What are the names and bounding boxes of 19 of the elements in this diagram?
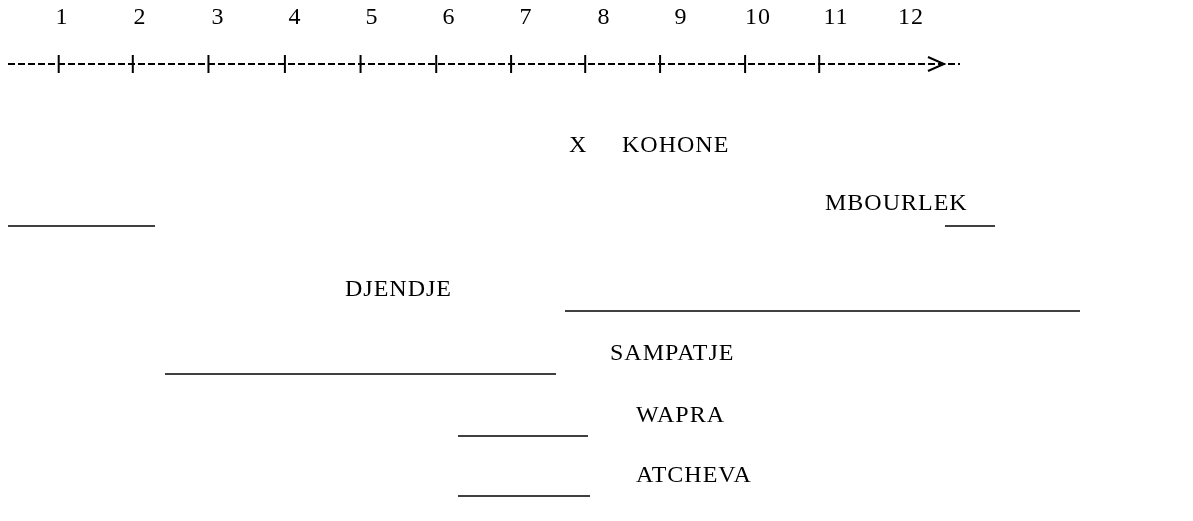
month-number: 6: [442, 2, 456, 30]
month-number: 8: [597, 2, 611, 30]
period-label: KOHONE: [622, 130, 730, 158]
month-number: 10: [745, 2, 771, 30]
month-number: 3: [211, 2, 225, 30]
month-number: 7: [519, 2, 533, 30]
month-number: 11: [823, 2, 849, 30]
point-mark: X: [569, 130, 588, 158]
month-number: 2: [133, 2, 147, 30]
month-number: 4: [288, 2, 302, 30]
period-label: SAMPATJE: [610, 338, 735, 366]
period-label: ATCHEVA: [636, 460, 752, 488]
month-number: 1: [55, 2, 69, 30]
period-label: MBOURLEK: [825, 188, 968, 216]
period-label: WAPRA: [636, 400, 725, 428]
month-number: 5: [365, 2, 379, 30]
month-number: 9: [674, 2, 688, 30]
period-label: DJENDJE: [345, 274, 452, 302]
month-number: 12: [898, 2, 924, 30]
